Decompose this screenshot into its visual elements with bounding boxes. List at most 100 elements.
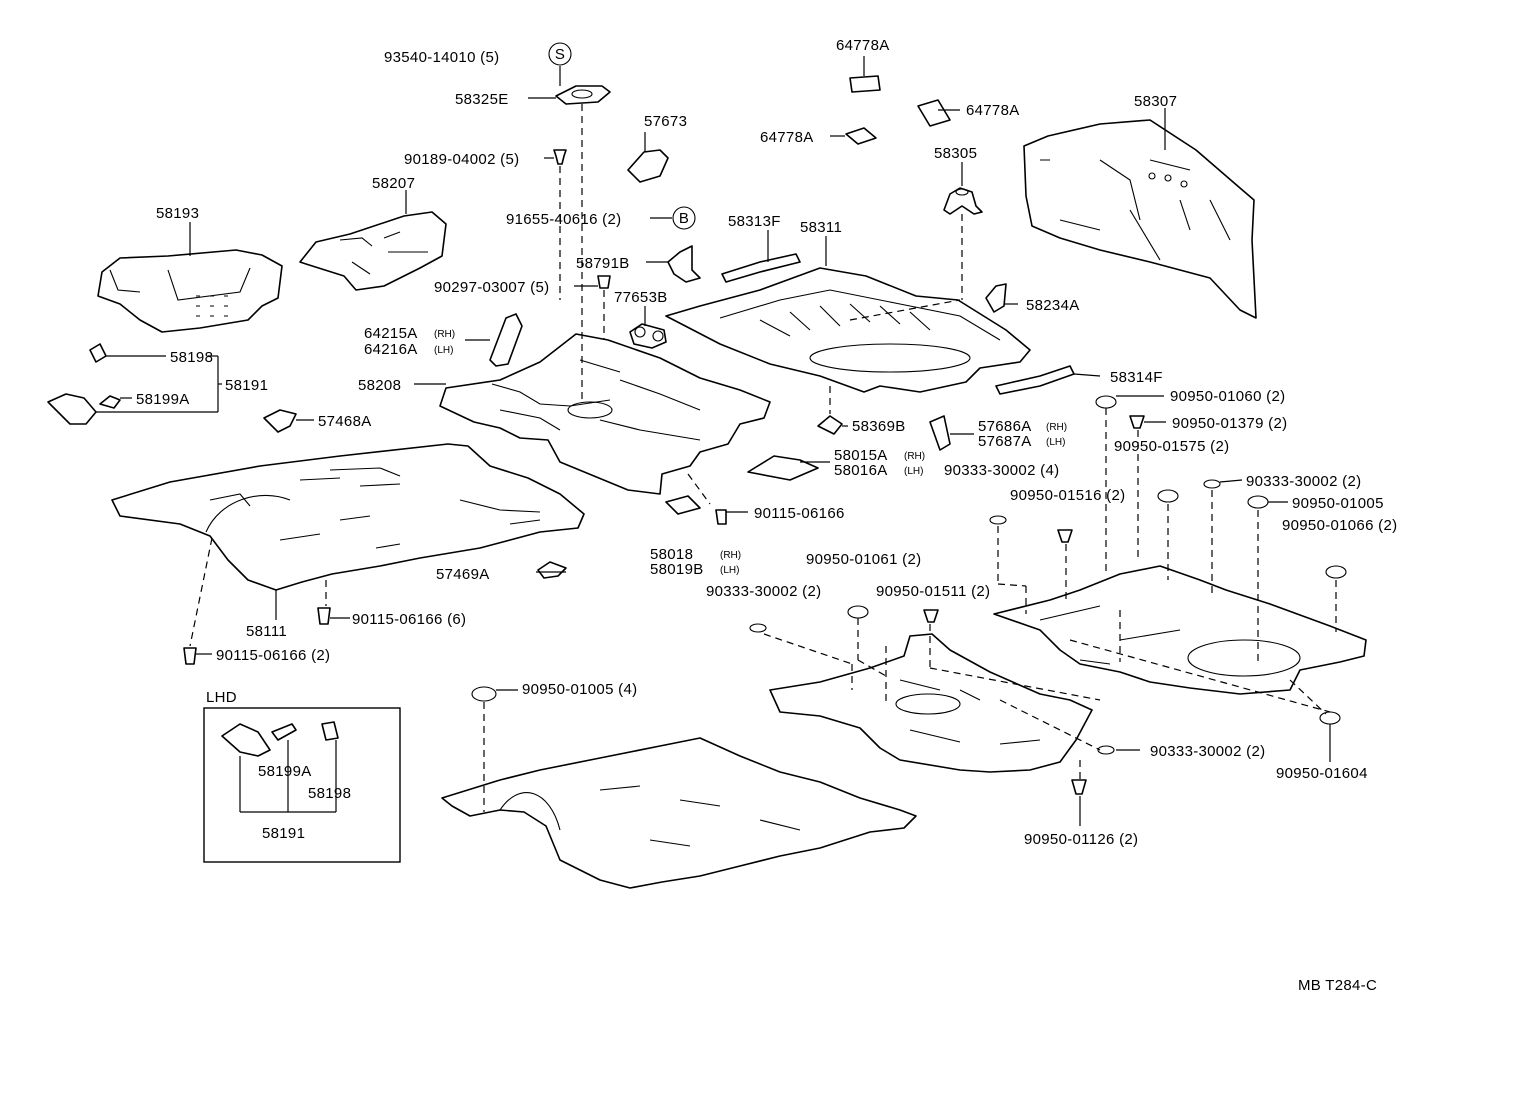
label-57686A-rh: (RH) xyxy=(1046,422,1067,433)
part-77653B-bumper xyxy=(629,323,667,349)
label-58208: 58208 xyxy=(358,377,401,394)
part-58313F-strip xyxy=(721,253,801,283)
symbol-b-circle: B xyxy=(672,206,696,230)
label-57687A: 57687A xyxy=(978,433,1032,450)
label-90950-01005-4: 90950-01005 (4) xyxy=(522,681,637,698)
plug-90333-4 xyxy=(989,515,1007,525)
label-58198-lhd: 58198 xyxy=(308,785,351,802)
label-58193: 58193 xyxy=(156,205,199,222)
label-58018: 58018 xyxy=(650,546,693,563)
label-90950-01061: 90950-01061 (2) xyxy=(806,551,921,568)
label-57686A: 57686A xyxy=(978,418,1032,435)
svg-text:B: B xyxy=(679,210,689,227)
part-58015A-reinforcement xyxy=(747,455,819,481)
screw-90115-06166 xyxy=(715,509,727,525)
label-64215A-rh: (RH) xyxy=(434,329,455,340)
screw-90189 xyxy=(553,149,567,165)
label-58198: 58198 xyxy=(170,349,213,366)
screw-90115-06166-2 xyxy=(183,647,197,665)
label-90950-01126: 90950-01126 (2) xyxy=(1024,831,1138,848)
label-90950-01060: 90950-01060 (2) xyxy=(1170,388,1285,405)
label-58016A-lh: (LH) xyxy=(904,466,923,477)
label-90950-01511: 90950-01511 (2) xyxy=(876,583,990,600)
part-58305-bracket xyxy=(943,187,983,215)
label-64778A-2: 64778A xyxy=(966,102,1020,119)
label-58311: 58311 xyxy=(800,219,842,236)
label-90115-6: 90115-06166 (6) xyxy=(352,611,466,628)
leader-lines xyxy=(96,56,1331,826)
retainer-90950-01061 xyxy=(847,605,869,619)
part-58307-rear-panel xyxy=(1023,119,1257,319)
plug-90333-2b xyxy=(749,623,767,633)
part-64778A-pad-2 xyxy=(917,99,951,127)
bolt-90297 xyxy=(597,275,611,289)
label-58305: 58305 xyxy=(934,145,977,162)
label-58191: 58191 xyxy=(225,377,268,394)
label-90950-01379: 90950-01379 (2) xyxy=(1172,415,1287,432)
label-58313F: 58313F xyxy=(728,213,781,230)
part-58234A-bracket xyxy=(985,283,1007,313)
retainer-90950-01126 xyxy=(1071,779,1087,795)
label-58191-lhd: 58191 xyxy=(262,825,305,842)
retainer-90950-01066 xyxy=(1325,565,1347,579)
label-58234A: 58234A xyxy=(1026,297,1080,314)
part-64778A-pad-1 xyxy=(849,75,881,93)
part-64215A-bracket xyxy=(489,313,523,367)
label-64215A: 64215A xyxy=(364,325,418,342)
retainer-90950-01511 xyxy=(923,609,939,623)
part-57686A-bracket xyxy=(929,415,951,451)
label-93540: 93540-14010 (5) xyxy=(384,49,499,66)
label-57468A: 57468A xyxy=(318,413,372,430)
part-58314F-strip xyxy=(995,365,1075,395)
label-91655: 91655-40616 (2) xyxy=(506,211,621,228)
retainer-90950-01516 xyxy=(1057,529,1073,543)
label-58369B: 58369B xyxy=(852,418,906,435)
part-58325E-cover xyxy=(555,85,611,105)
label-90333-4: 90333-30002 (4) xyxy=(944,462,1059,479)
part-58199A-bolt xyxy=(99,395,121,409)
label-90950-01516: 90950-01516 (2) xyxy=(1010,487,1125,504)
lhd-clip xyxy=(321,721,339,741)
label-58015A: 58015A xyxy=(834,447,888,464)
label-lhd: LHD xyxy=(206,689,237,706)
lhd-bolt xyxy=(271,723,297,741)
label-64216A: 64216A xyxy=(364,341,418,358)
label-58207: 58207 xyxy=(372,175,415,192)
label-58325E: 58325E xyxy=(455,91,509,108)
part-front-carpet xyxy=(441,737,917,889)
symbol-s-circle: S xyxy=(548,42,572,66)
screw-90115-06166-6 xyxy=(317,607,331,625)
part-57673-bracket xyxy=(627,149,669,183)
label-64778A-3: 64778A xyxy=(760,129,814,146)
plug-90333-2a xyxy=(1203,479,1221,489)
retainer-90950-01604 xyxy=(1319,711,1341,725)
label-58019B-lh: (LH) xyxy=(720,565,739,576)
part-58193-dash-insulator xyxy=(97,249,283,333)
label-58199A: 58199A xyxy=(136,391,190,408)
label-58314F: 58314F xyxy=(1110,369,1163,386)
label-90950-01005: 90950-01005 xyxy=(1292,495,1384,512)
label-90115-2: 90115-06166 (2) xyxy=(216,647,330,664)
part-57469A-bracket xyxy=(537,561,567,579)
retainer-90950-01575 xyxy=(1157,489,1179,503)
label-58016A: 58016A xyxy=(834,462,888,479)
svg-text:S: S xyxy=(555,46,565,63)
part-58369B-clip xyxy=(817,415,843,435)
label-58791B: 58791B xyxy=(576,255,630,272)
label-90189: 90189-04002 (5) xyxy=(404,151,519,168)
label-58111: 58111 xyxy=(246,623,287,640)
label-57469A: 57469A xyxy=(436,566,490,583)
part-58791B-bracket xyxy=(667,245,701,283)
label-90115-a: 90115-06166 xyxy=(754,505,845,522)
label-64216A-lh: (LH) xyxy=(434,345,453,356)
lhd-bracket xyxy=(221,723,271,757)
label-reference-code: MB T284-C xyxy=(1298,977,1377,994)
retainer-90950-01005 xyxy=(1247,495,1269,509)
label-90333-2a: 90333-30002 (2) xyxy=(1246,473,1361,490)
label-58018-rh: (RH) xyxy=(720,550,741,561)
part-rear-carpet xyxy=(993,565,1367,695)
label-90333-2b: 90333-30002 (2) xyxy=(706,583,821,600)
label-58307: 58307 xyxy=(1134,93,1177,110)
label-58019B: 58019B xyxy=(650,561,704,578)
